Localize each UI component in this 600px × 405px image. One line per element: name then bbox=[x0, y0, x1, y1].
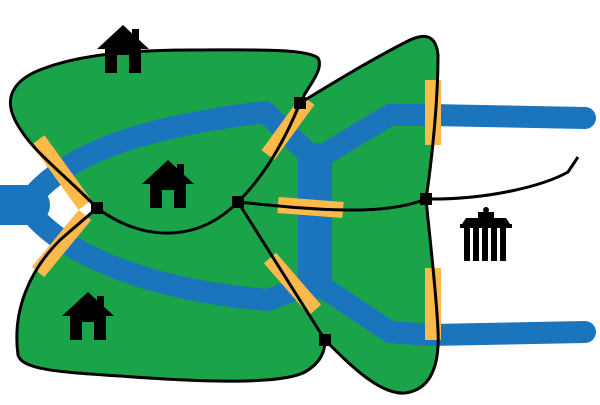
house-icon bbox=[62, 292, 114, 340]
edge-center-left bbox=[96, 200, 240, 235]
house-icon bbox=[142, 160, 194, 208]
edge-center-top bbox=[236, 102, 302, 204]
edge-center-right bbox=[237, 197, 427, 212]
river-network bbox=[0, 101, 596, 346]
river-lower-branch bbox=[14, 194, 596, 346]
edge-outer-right bbox=[425, 156, 580, 201]
node bbox=[232, 196, 244, 208]
brandenburg-gate-icon bbox=[460, 207, 512, 261]
node bbox=[294, 97, 306, 109]
river-upper-branch bbox=[14, 101, 596, 216]
nodes bbox=[91, 97, 432, 346]
house-icon bbox=[97, 25, 149, 73]
icons bbox=[62, 25, 512, 340]
edge-center-bottom bbox=[236, 201, 327, 341]
node bbox=[91, 202, 103, 214]
node bbox=[319, 334, 331, 346]
node bbox=[420, 193, 432, 205]
